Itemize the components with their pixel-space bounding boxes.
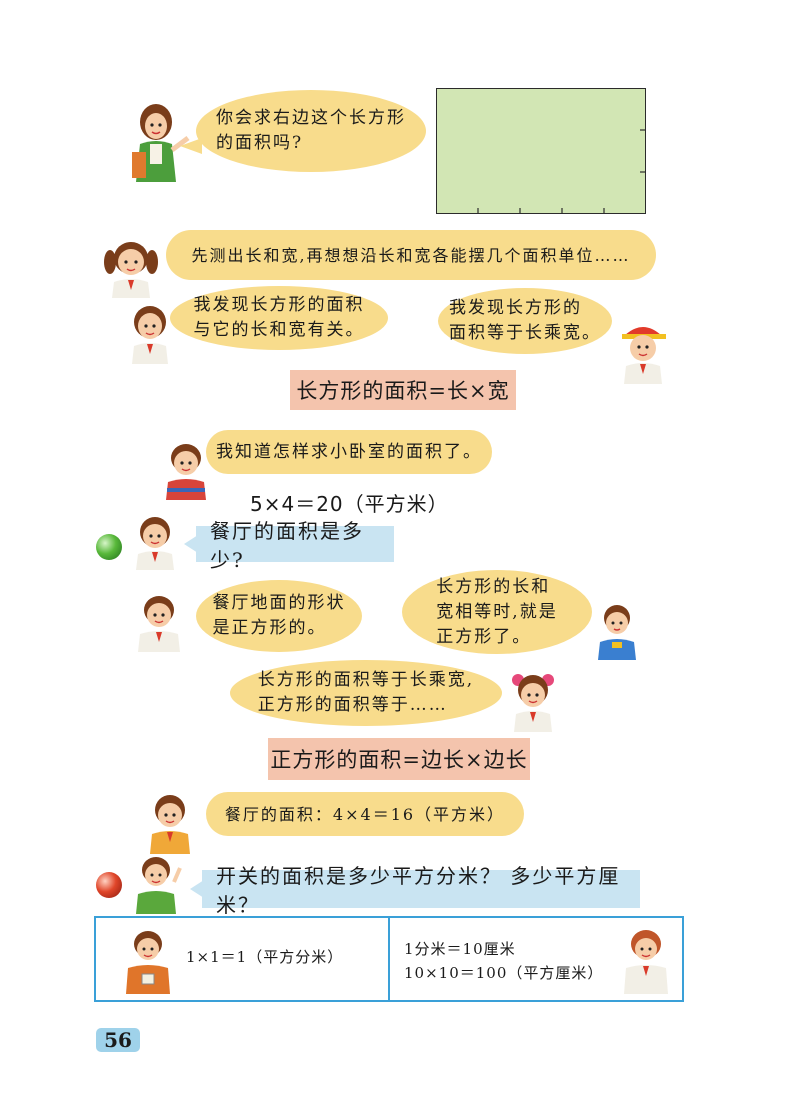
box-right-line2: 10×10＝100（平方厘米） [404,964,604,982]
girl2-speech-text: 我发现长方形的面积 与它的长和宽有关。 [193,295,365,340]
girl-thinking-figure [128,512,182,570]
bedroom-speech-bubble: 我知道怎样求小卧室的面积了。 [206,430,492,474]
box-right-line1: 1分米＝10厘米 [404,940,516,958]
boy2-figure [592,600,642,660]
red-sphere-icon [96,872,122,898]
switch-question-text: 开关的面积是多少平方分米？ 多少平方厘米？ [216,864,621,917]
bubble-tail [180,138,202,154]
boy-cap-speech-text: 我发现长方形的 面积等于长乘宽。 [449,298,601,343]
dining-answer-bubble: 餐厅的面积：4×4＝16（平方米） [206,792,524,836]
girl-answer-figure [142,790,198,854]
rectangle-area-formula: 长方形的面积=长×宽 [290,370,516,410]
dining-answer-text: 餐厅的面积：4×4＝16（平方米） [224,804,506,824]
boy2-speech-text: 长方形的长和 宽相等时,就是 正方形了。 [436,576,558,647]
girl-pigtails-figure [100,236,162,298]
dining-question-text: 餐厅的面积是多少? [210,519,364,572]
square-area-formula-text: 正方形的面积=边长×边长 [270,748,528,772]
boy1-speech-bubble: 餐厅地面的形状 是正方形的。 [196,580,362,652]
girl-ponytail-figure [122,300,178,364]
question-tail [190,880,204,898]
page-number-badge: 56 [96,1028,140,1052]
boy-pointing-figure [130,852,186,914]
girl2-speech-bubble: 我发现长方形的面积 与它的长和宽有关。 [170,286,388,350]
green-sphere-icon [96,534,122,560]
box-divider [388,916,390,1002]
green-rectangle-figure [436,88,646,214]
boy-striped-figure [158,438,214,500]
question-tail [184,535,198,553]
girl-bow-figure [506,670,560,732]
box-left-calc: 1×1＝1（平方分米） [186,948,344,966]
page-number-text: 56 [104,1028,132,1052]
boy-cap-figure [614,318,672,384]
teacher-speech-bubble: 你会求右边这个长方形 的面积吗? [196,90,426,172]
girl-square-speech-bubble: 长方形的面积等于长乘宽, 正方形的面积等于…… [230,660,502,726]
girl-box-figure [616,926,676,994]
girl-square-speech-text: 长方形的面积等于长乘宽, 正方形的面积等于…… [257,670,475,715]
square-area-formula: 正方形的面积=边长×边长 [268,738,530,780]
boy1-speech-text: 餐厅地面的形状 是正方形的。 [212,593,346,638]
girl1-speech-text: 先测出长和宽,再想想沿长和宽各能摆几个面积单位…… [191,245,631,265]
bedroom-calculation: 5×4＝20（平方米） [250,492,449,516]
boy2-speech-bubble: 长方形的长和 宽相等时,就是 正方形了。 [402,570,592,654]
bedroom-speech-text: 我知道怎样求小卧室的面积了。 [216,441,482,462]
boy1-figure [128,590,190,652]
rectangle-area-formula-text: 长方形的面积=长×宽 [296,379,510,403]
boy-box-figure [120,926,176,994]
boy-cap-speech-bubble: 我发现长方形的 面积等于长乘宽。 [438,288,612,354]
teacher-speech-text: 你会求右边这个长方形 的面积吗? [216,108,406,153]
dining-question-banner: 餐厅的面积是多少? [196,519,394,572]
switch-question-banner: 开关的面积是多少平方分米？ 多少平方厘米？ [202,864,640,917]
girl1-speech-bubble: 先测出长和宽,再想想沿长和宽各能摆几个面积单位…… [166,230,656,280]
